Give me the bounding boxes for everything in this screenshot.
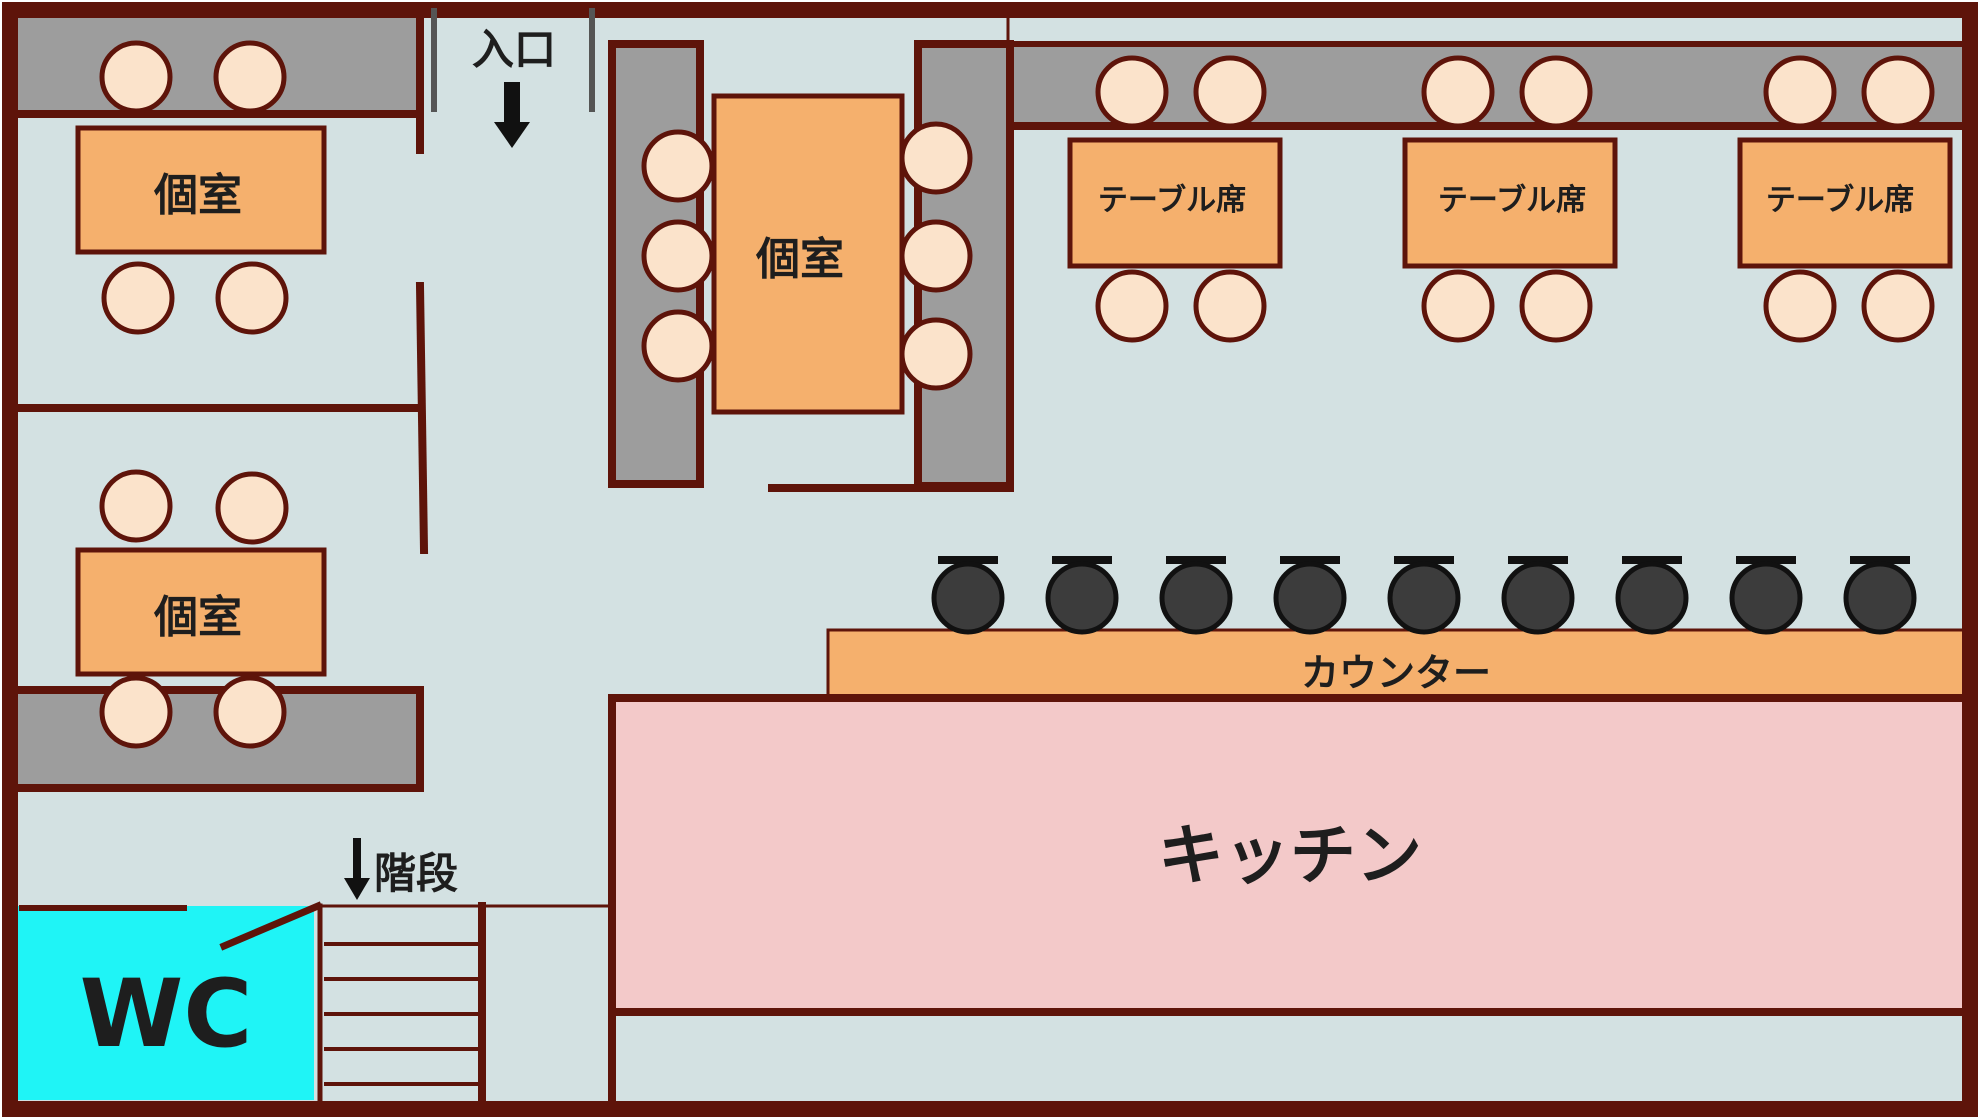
stool-back-3	[1166, 556, 1226, 564]
entrance-label: 入口	[472, 25, 556, 74]
private-room-table-1	[75, 125, 327, 255]
chairs	[99, 40, 1935, 749]
table-seat-label-3: テーブル席	[1766, 183, 1914, 218]
chair-22	[1519, 269, 1593, 343]
chair-26	[1861, 269, 1935, 343]
chair-6	[215, 471, 289, 545]
counter-stools	[931, 556, 1917, 635]
entrance-arrow-icon	[494, 82, 530, 148]
table-seat-table-2	[1402, 137, 1618, 269]
chair-12	[899, 121, 973, 195]
counter-label: カウンター	[1301, 651, 1491, 695]
stool-back-8	[1736, 556, 1796, 564]
stool-back-2	[1052, 556, 1112, 564]
tables	[75, 93, 1953, 677]
stool-back-9	[1850, 556, 1910, 564]
stool-7	[1615, 561, 1689, 635]
chair-17	[1095, 269, 1169, 343]
chair-5	[99, 469, 173, 543]
table-seat-label-2: テーブル席	[1438, 183, 1586, 218]
chair-11	[641, 309, 715, 383]
chair-10	[641, 219, 715, 293]
stool-back-6	[1508, 556, 1568, 564]
stool-back-5	[1394, 556, 1454, 564]
chair-25	[1763, 269, 1837, 343]
chair-16	[1193, 55, 1267, 129]
stool-2	[1045, 561, 1119, 635]
chair-9	[641, 129, 715, 203]
chair-21	[1421, 269, 1495, 343]
stool-4	[1273, 561, 1347, 635]
stool-8	[1729, 561, 1803, 635]
table-seat-table-1	[1067, 137, 1283, 269]
private-room-table-3	[75, 547, 327, 677]
stool-3	[1159, 561, 1233, 635]
chair-20	[1519, 55, 1593, 129]
private-room-table-2	[711, 93, 905, 415]
chair-18	[1193, 269, 1267, 343]
chair-1	[99, 40, 173, 114]
chair-23	[1763, 55, 1837, 129]
stool-back-7	[1622, 556, 1682, 564]
stool-back-4	[1280, 556, 1340, 564]
chair-14	[899, 317, 973, 391]
private-room-label-1: 個室	[153, 170, 242, 221]
kitchen-label: キッチン	[1158, 817, 1422, 894]
chair-13	[899, 219, 973, 293]
chair-2	[213, 40, 287, 114]
stair-steps	[324, 942, 478, 1086]
wc-area	[18, 906, 314, 1100]
counter	[828, 630, 1962, 698]
wc-label: WC	[80, 960, 253, 1069]
chair-24	[1861, 55, 1935, 129]
table-seat-table-3	[1737, 137, 1953, 269]
stool-5	[1387, 561, 1461, 635]
chair-15	[1095, 55, 1169, 129]
stairs-label: 階段	[374, 849, 458, 898]
stairs-arrow-icon	[344, 838, 370, 900]
chair-8	[213, 675, 287, 749]
stool-6	[1501, 561, 1575, 635]
stool-1	[931, 561, 1005, 635]
private-room-label-3: 個室	[153, 592, 242, 643]
table-seat-label-1: テーブル席	[1098, 183, 1246, 218]
chair-3	[101, 261, 175, 335]
chair-19	[1421, 55, 1495, 129]
stool-back-1	[938, 556, 998, 564]
chair-4	[215, 261, 289, 335]
kitchen-area	[612, 698, 1962, 1012]
chair-7	[99, 675, 173, 749]
private-room-label-2: 個室	[755, 234, 844, 285]
stool-9	[1843, 561, 1917, 635]
